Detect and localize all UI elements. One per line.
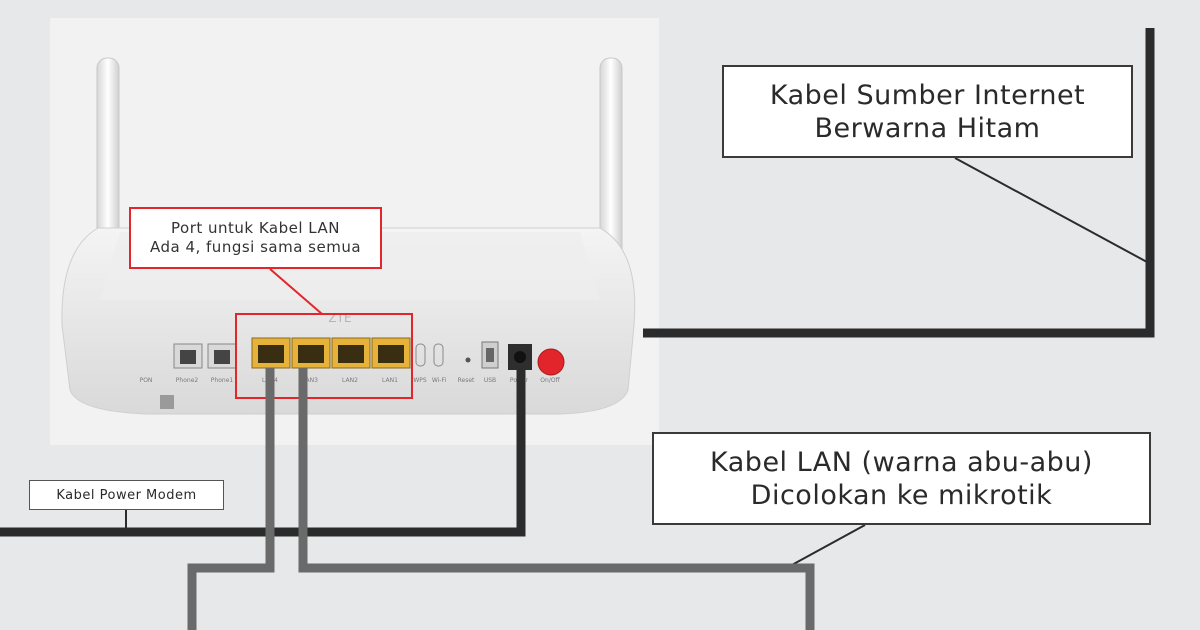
- lan-cable-label-line1: Kabel LAN (warna abu-abu): [710, 446, 1093, 478]
- internet-cable-label-line1: Kabel Sumber Internet: [769, 79, 1086, 111]
- side-controls: [415, 341, 565, 376]
- lan-callout-pointer: [789, 524, 866, 567]
- lan-ports-highlight: [235, 313, 413, 399]
- port-label-phone2: Phone2: [176, 377, 199, 384]
- lan-cable-gray-1: [187, 368, 275, 630]
- port-label-phone1: Phone1: [211, 377, 234, 384]
- internet-cable-label-line2: Berwarna Hitam: [814, 112, 1041, 144]
- lan-port-callout: Port untuk Kabel LAN Ada 4, fungsi sama …: [129, 207, 382, 269]
- port-label-wifi: Wi-Fi: [432, 377, 447, 384]
- power-cable-black: [0, 370, 526, 537]
- port-label-wps: WPS: [413, 377, 427, 384]
- port-label-pon: PON: [140, 377, 153, 384]
- internet-cable-black: [643, 28, 1155, 338]
- internet-callout-pointer: [954, 157, 1148, 263]
- power-cable-label: Kabel Power Modem: [29, 480, 224, 510]
- lan-port-callout-line1: Port untuk Kabel LAN: [171, 219, 340, 237]
- port-label-lan2: LAN2: [342, 377, 358, 384]
- port-label-usb: USB: [484, 377, 496, 384]
- port-label-lan3: LAN3: [302, 377, 318, 384]
- port-label-reset: Reset: [458, 377, 475, 384]
- port-callout-pointer: [269, 268, 323, 315]
- power-button: [537, 348, 565, 376]
- port-label-lan1: LAN1: [382, 377, 398, 384]
- lan-cable-label: Kabel LAN (warna abu-abu) Dicolokan ke m…: [652, 432, 1151, 525]
- lan-port-callout-line2: Ada 4, fungsi sama semua: [149, 238, 362, 256]
- port-label-onoff: On/Off: [540, 377, 560, 384]
- lan-ports: [251, 337, 411, 369]
- lan-cable-label-line2: Dicolokan ke mikrotik: [750, 479, 1053, 511]
- power-cable-label-text: Kabel Power Modem: [56, 487, 197, 503]
- phone-ports: [173, 343, 237, 369]
- internet-cable-label: Kabel Sumber Internet Berwarna Hitam: [722, 65, 1133, 158]
- lan-cable-gray-2: [298, 368, 815, 630]
